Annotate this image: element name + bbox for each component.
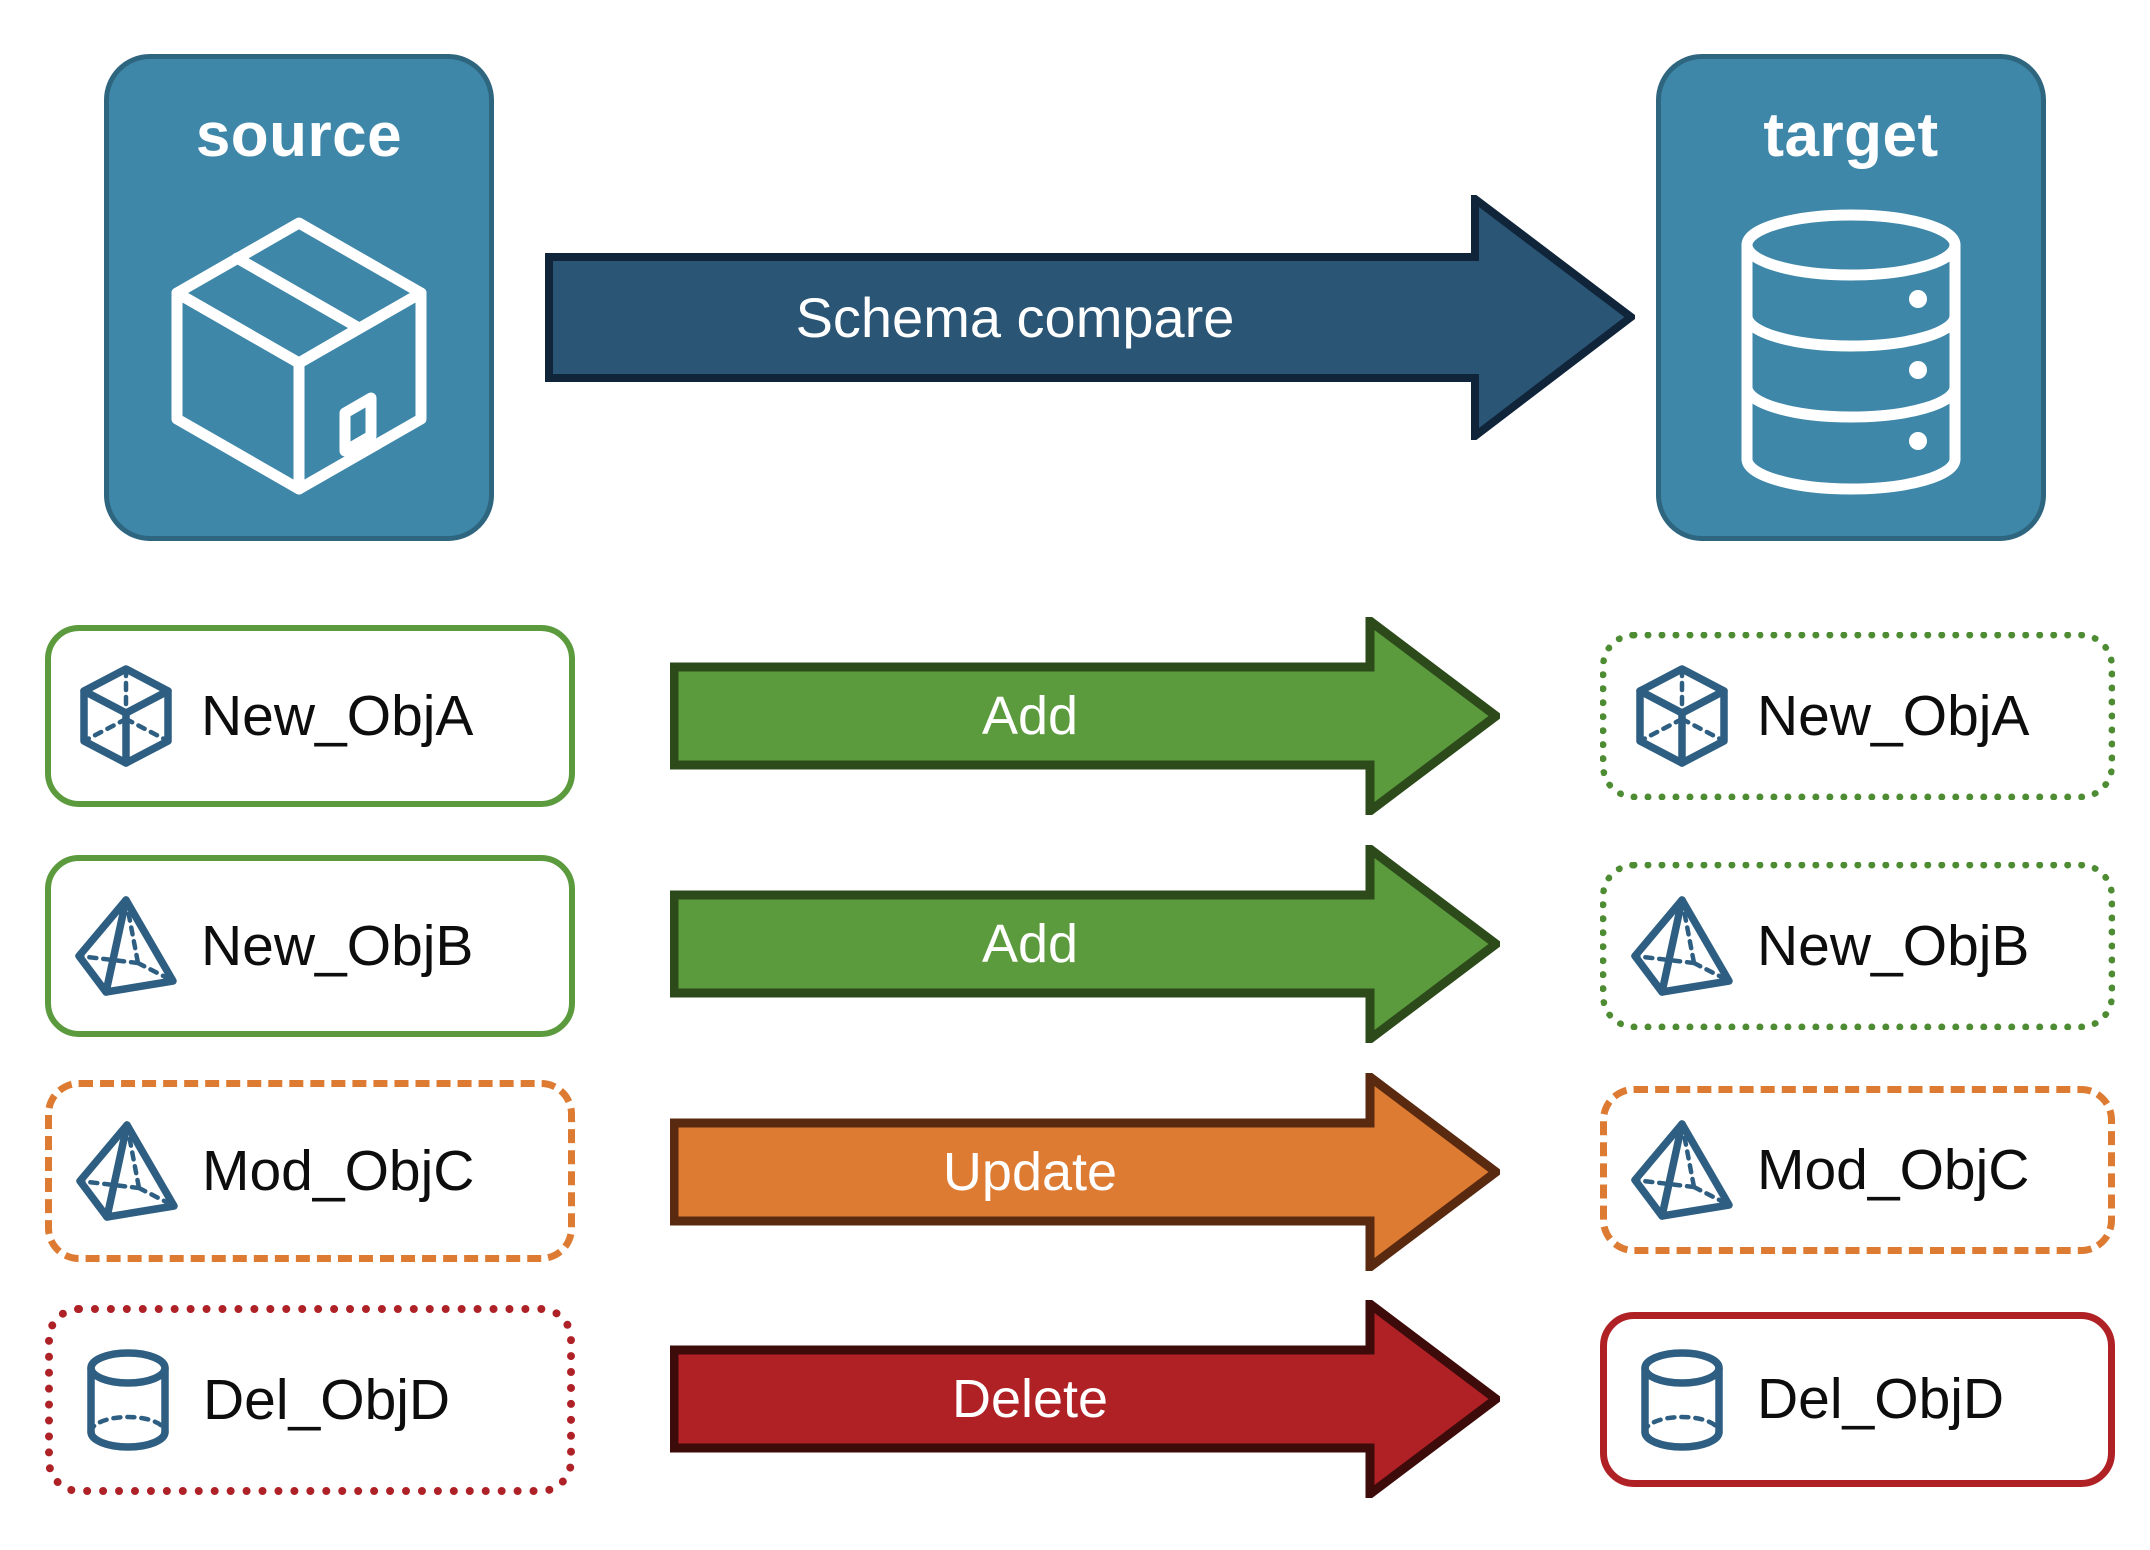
source-object-box[interactable]: New_ObjA [45,625,575,807]
source-object-label: New_ObjB [201,913,474,978]
target-object-box[interactable]: Del_ObjD [1600,1312,2115,1487]
action-arrow[interactable]: Add [669,611,1504,821]
wireframe-cylinder-icon [53,1346,203,1454]
schema-compare-arrow[interactable]: Schema compare [545,190,1638,445]
target-endpoint-card[interactable]: target [1656,54,2046,541]
source-object-box[interactable]: Del_ObjD [45,1305,575,1495]
action-arrow[interactable]: Add [669,839,1504,1049]
source-object-box[interactable]: New_ObjB [45,855,575,1037]
wireframe-cylinder-icon [1607,1346,1757,1454]
source-object-box[interactable]: Mod_ObjC [45,1080,575,1262]
wireframe-pyramid-icon [51,893,201,999]
target-object-box[interactable]: New_ObjB [1600,862,2115,1030]
wireframe-pyramid-icon [52,1118,202,1224]
source-title: source [195,101,403,170]
source-endpoint-card[interactable]: source [104,54,494,541]
package-box-icon [109,167,489,536]
wireframe-pyramid-icon [1607,893,1757,999]
action-arrow[interactable]: Update [669,1067,1504,1277]
target-object-label: Del_ObjD [1757,1367,2005,1431]
wireframe-cube-icon [51,663,201,769]
target-object-label: New_ObjB [1757,913,2030,978]
target-object-label: Mod_ObjC [1757,1137,2030,1202]
target-object-box[interactable]: New_ObjA [1600,632,2115,800]
wireframe-pyramid-icon [1607,1117,1757,1223]
source-object-label: Del_ObjD [203,1367,451,1432]
wireframe-cube-icon [1607,663,1757,769]
target-object-box[interactable]: Mod_ObjC [1600,1086,2115,1254]
database-cylinder-icon [1661,167,2041,536]
source-object-label: New_ObjA [201,683,474,748]
target-title: target [1763,101,1939,170]
target-object-label: New_ObjA [1757,683,2030,748]
source-object-label: Mod_ObjC [202,1138,475,1203]
action-arrow[interactable]: Delete [669,1294,1504,1504]
